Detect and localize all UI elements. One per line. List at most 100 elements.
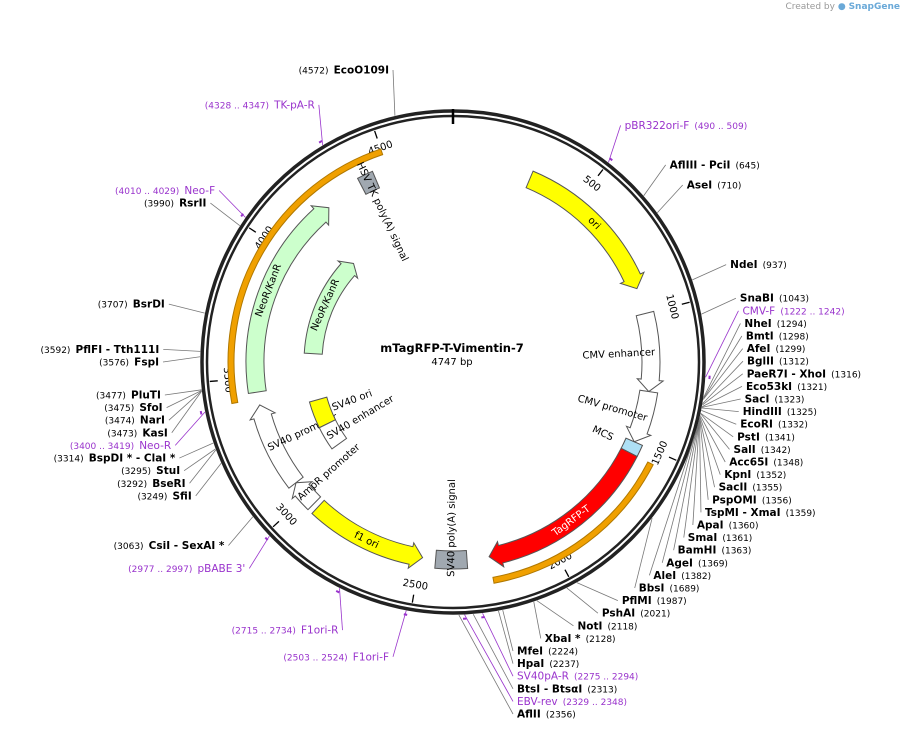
primer-label: pBR322ori-F (490 .. 509)	[625, 114, 748, 133]
enzyme-name: RsrII	[179, 198, 206, 210]
enzyme-leader-line	[699, 419, 700, 512]
enzyme-label: AflIII - PciI (645)	[670, 153, 760, 172]
enzyme-position: (2128)	[586, 635, 616, 645]
primer-label: (2503 .. 2524) F1ori-F	[283, 645, 389, 664]
enzyme-position: (1360)	[729, 522, 759, 532]
enzyme-leader-line	[635, 518, 652, 588]
enzyme-position: (3592)	[41, 346, 71, 356]
enzyme-position: (3473)	[107, 429, 137, 439]
enzyme-position: (1298)	[779, 333, 809, 343]
enzyme-position: (1689)	[670, 585, 700, 595]
enzyme-position: (1359)	[786, 509, 816, 519]
enzyme-name: HpaI	[517, 658, 544, 670]
enzyme-name: SfoI	[139, 402, 162, 414]
enzyme-position: (1348)	[773, 459, 803, 469]
enzyme-position: (3990)	[144, 200, 174, 210]
feature-tagrfp-t	[489, 448, 637, 567]
feature-label-mcs: MCS	[590, 424, 615, 443]
enzyme-leader-line	[702, 408, 739, 412]
primer-position: (4328 .. 4347)	[205, 101, 269, 111]
enzyme-position: (3707)	[98, 301, 128, 311]
primer-site-mark	[404, 614, 407, 615]
enzyme-leader-line	[534, 602, 541, 639]
enzyme-leader-line	[702, 399, 741, 407]
primer-name: Neo-F	[184, 185, 215, 197]
enzyme-leader-line	[165, 390, 202, 395]
primer-name: SV40pA-R	[517, 671, 569, 683]
primer-site-mark	[319, 141, 322, 143]
enzyme-position: (3576)	[99, 358, 129, 368]
enzyme-position: (2118)	[607, 622, 637, 632]
enzyme-label: (3477) PluTI	[96, 383, 161, 402]
enzyme-leader-line	[567, 588, 598, 613]
enzyme-name: NheI	[744, 318, 771, 330]
enzyme-name: TspMI - XmaI	[705, 507, 781, 519]
enzyme-position: (1356)	[762, 496, 792, 506]
enzyme-name: StuI	[156, 465, 180, 477]
enzyme-leader-line	[163, 349, 200, 351]
enzyme-leader-line	[577, 583, 618, 601]
primer-leader-line	[175, 412, 205, 445]
primer-position: (2329 .. 2348)	[563, 698, 627, 708]
enzyme-position: (1312)	[779, 358, 809, 368]
enzyme-name: SfiI	[172, 490, 191, 502]
primer-site-mark	[610, 158, 613, 160]
enzyme-position: (3475)	[104, 404, 134, 414]
enzyme-label: (3592) PflFI - Tth111I	[41, 338, 160, 357]
primer-site-mark	[336, 591, 339, 593]
scale-tick	[598, 170, 603, 176]
scale-tick	[682, 302, 690, 304]
enzyme-name: MfeI	[517, 646, 543, 658]
enzyme-leader-line	[393, 70, 395, 116]
primer-leader-line	[608, 125, 620, 162]
enzyme-name: PspOMI	[712, 494, 757, 506]
primer-leader-line	[339, 588, 342, 630]
enzyme-position: (2021)	[640, 610, 670, 620]
primer-position: (490 .. 509)	[694, 122, 747, 132]
enzyme-name: EcoO109I	[334, 65, 389, 77]
scale-tick	[412, 595, 413, 603]
enzyme-leader-line	[179, 443, 213, 458]
primer-position: (3400 .. 3419)	[70, 442, 134, 452]
enzyme-position: (3477)	[96, 391, 126, 401]
primer-leader-line	[465, 615, 513, 702]
enzyme-position: (4572)	[299, 67, 329, 77]
enzyme-name: AflII	[517, 709, 541, 721]
enzyme-position: (1299)	[776, 345, 806, 355]
enzyme-name: PflFI - Tth111I	[76, 344, 160, 356]
enzyme-position: (3314)	[54, 455, 84, 465]
primer-name: F1ori-F	[353, 651, 389, 663]
snapgene-watermark: Created by ● SnapGene	[785, 2, 900, 12]
enzyme-position: (1369)	[698, 559, 728, 569]
enzyme-name: SmaI	[688, 532, 718, 544]
enzyme-name: BspDI * - ClaI *	[89, 453, 176, 465]
primer-position: (4010 .. 4029)	[115, 187, 179, 197]
enzyme-leader-line	[644, 165, 666, 196]
enzyme-leader-line	[692, 265, 726, 280]
enzyme-position: (1341)	[765, 433, 795, 443]
primer-site-mark	[265, 538, 267, 540]
scale-tick	[249, 228, 256, 232]
primer-position: (2503 .. 2524)	[283, 653, 347, 663]
enzyme-position: (3249)	[137, 492, 167, 502]
enzyme-leader-line	[459, 615, 513, 714]
enzyme-label: (3707) BsrDI	[98, 293, 165, 312]
enzyme-position: (2237)	[549, 660, 579, 670]
feature-label-ampr-promoter: AmpR promoter	[296, 441, 363, 503]
primer-site-mark	[201, 411, 202, 414]
primer-name: Neo-R	[139, 440, 171, 452]
enzyme-position: (1361)	[722, 534, 752, 544]
enzyme-position: (1316)	[831, 370, 861, 380]
label-layer: pBR322ori-F (490 .. 509) AflIII - PciI (6…	[41, 59, 862, 722]
enzyme-leader-line	[657, 185, 682, 213]
enzyme-name: FspI	[134, 356, 159, 368]
primer-leader-line	[706, 311, 739, 377]
enzyme-name: AflIII - PciI	[670, 159, 731, 171]
scale-tick-label: 2500	[402, 578, 429, 593]
primer-label: (2977 .. 2997) pBABE 3'	[128, 557, 245, 576]
primer-position: (2715 .. 2734)	[232, 627, 296, 637]
enzyme-position: (1382)	[681, 572, 711, 582]
scale-tick	[565, 570, 569, 577]
